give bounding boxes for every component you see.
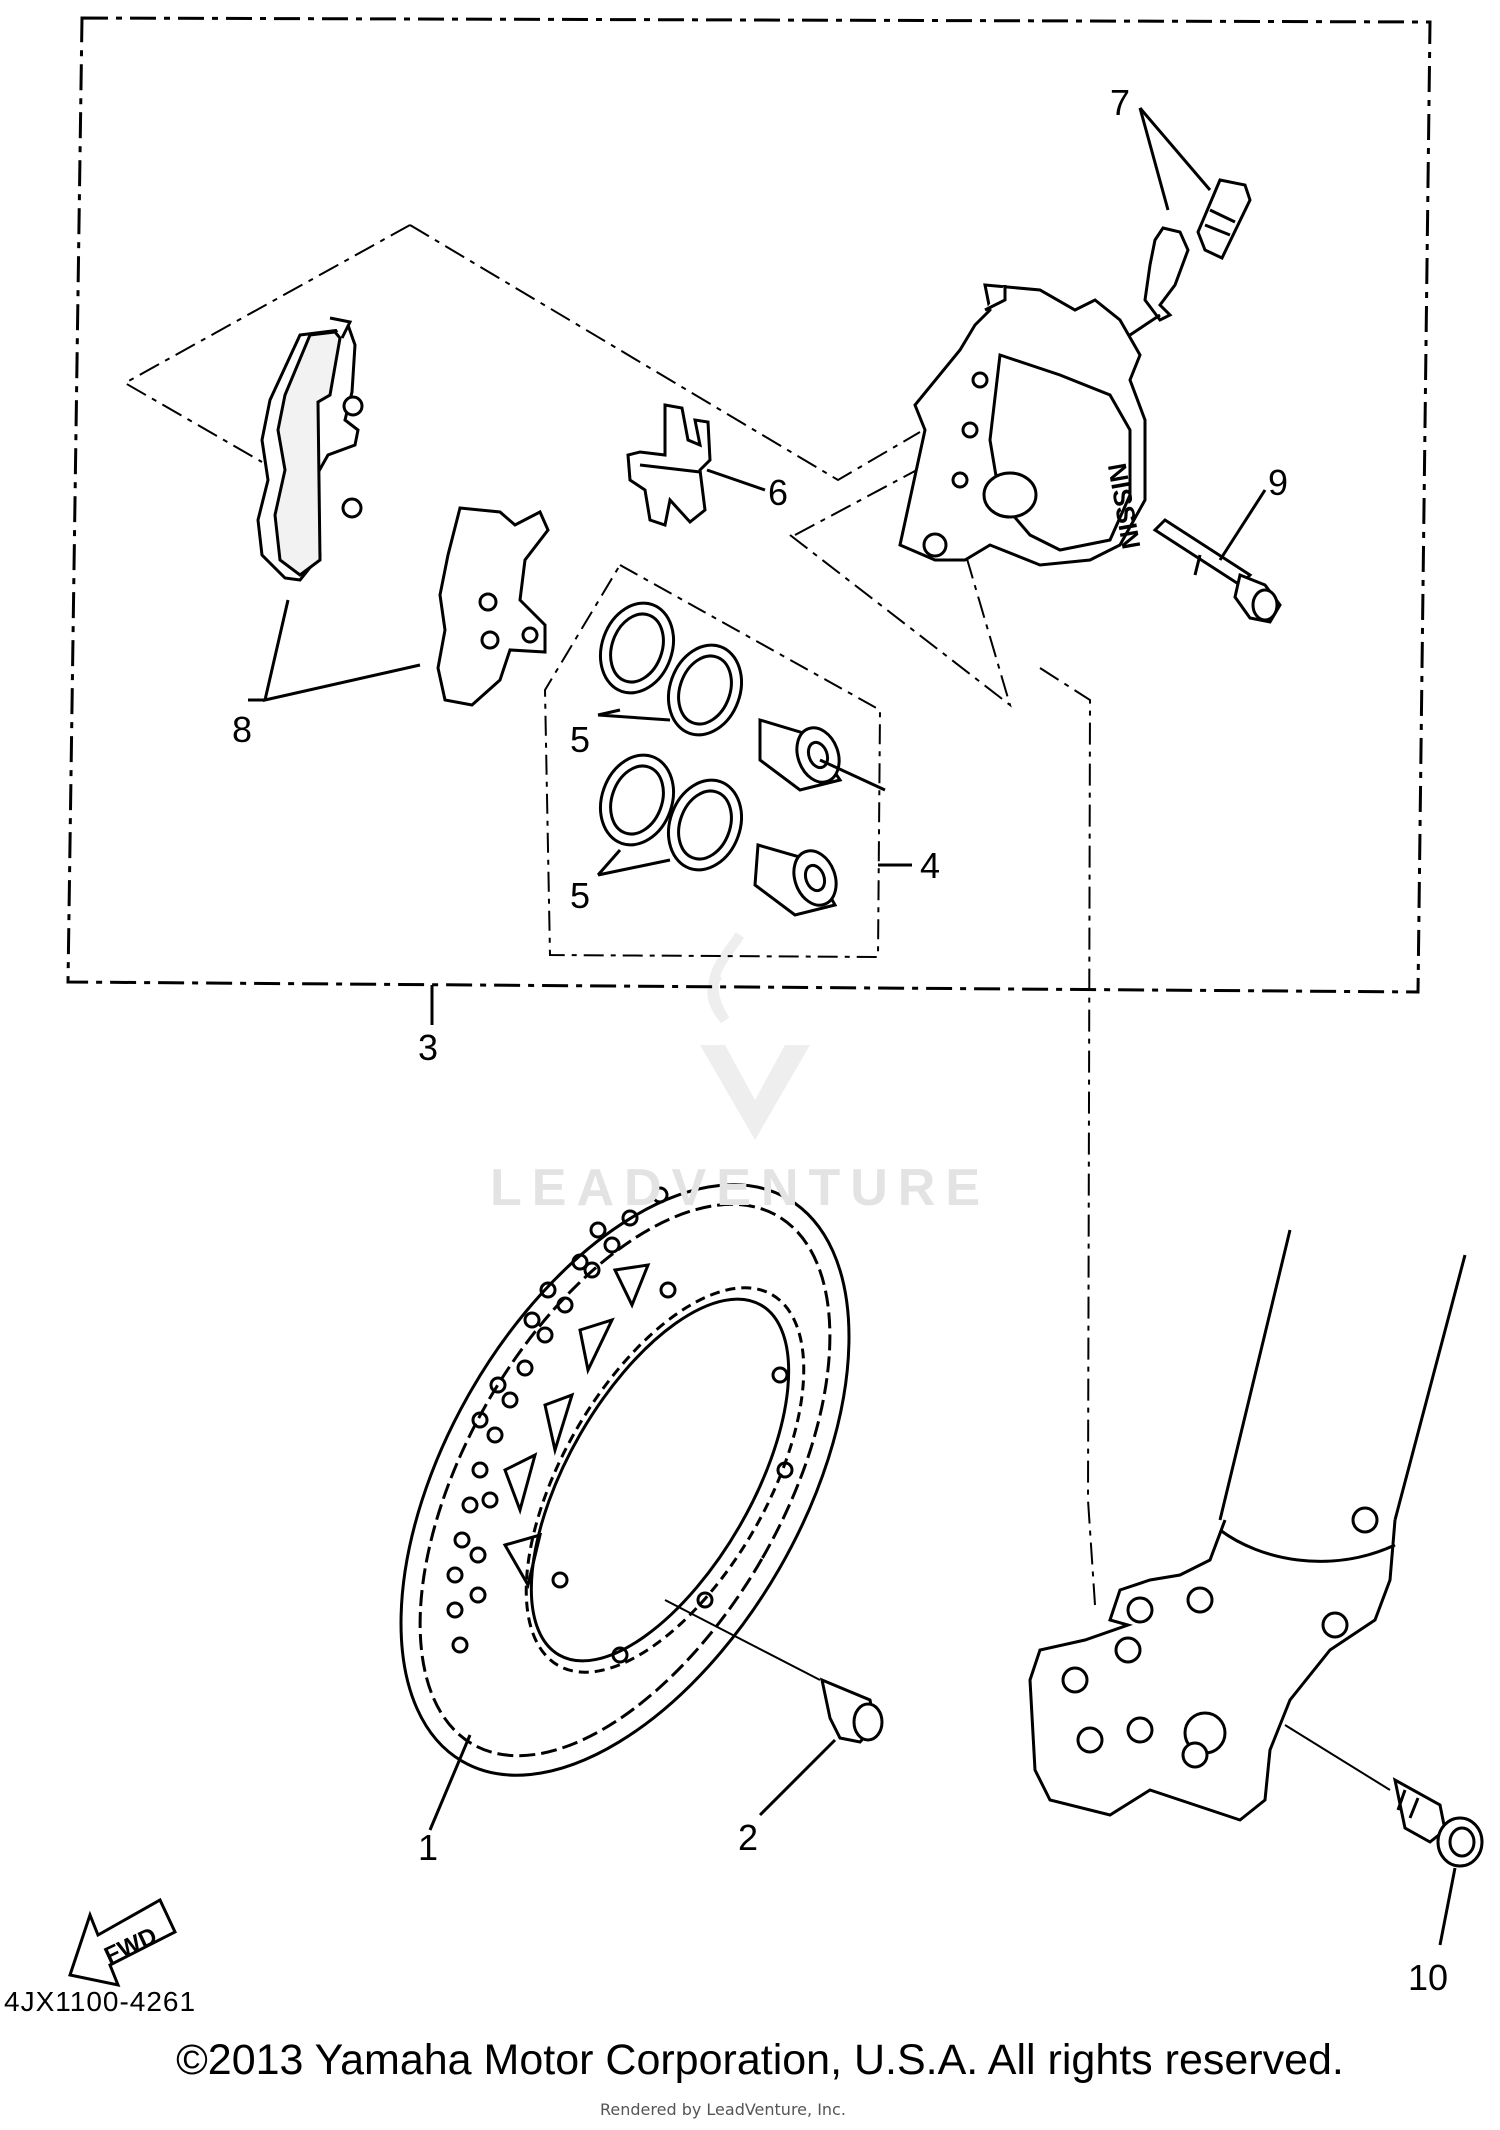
leader-line-1 [428, 1734, 472, 1831]
callout-3: 3 [418, 1027, 438, 1068]
caliper-bolt-9 [1152, 518, 1282, 624]
fwd-arrow-icon [68, 1897, 177, 1988]
leadventure-logo-watermark [700, 932, 810, 1140]
copyright-notice: ©2013 Yamaha Motor Corporation, U.S.A. A… [176, 2036, 1344, 2084]
disc-holes [446, 1186, 794, 1664]
caliper-body [898, 283, 1147, 567]
brake-pad-right [436, 506, 550, 707]
callout-7: 7 [1110, 82, 1130, 123]
front-fork-leg [1028, 1229, 1467, 1822]
callout-5a: 5 [570, 719, 590, 760]
brake-disc [399, 1183, 851, 1777]
callout-6: 6 [768, 472, 788, 513]
leader-line-10 [1438, 1867, 1457, 1946]
pistons [753, 717, 886, 917]
watermark-brand: LEADVENTURE [490, 1159, 991, 1217]
callout-10: 10 [1408, 1957, 1448, 1998]
caliper-assembly-outline [66, 16, 1432, 994]
rendered-by-credit: Rendered by LeadVenture, Inc. [600, 2100, 846, 2119]
callout-5b: 5 [570, 875, 590, 916]
disc-bolt-2 [664, 1599, 884, 1744]
bleed-screw-and-cap [1129, 178, 1252, 337]
piston-seals [599, 601, 743, 872]
callout-2: 2 [738, 1817, 758, 1858]
pad-spring [626, 403, 712, 527]
callout-1: 1 [418, 1827, 438, 1868]
mounting-bolt-10 [1284, 1724, 1484, 1868]
callout-8: 8 [232, 709, 252, 750]
callout-leaders [248, 107, 1267, 877]
callout-9: 9 [1268, 462, 1288, 503]
leader-line-2 [758, 1738, 837, 1817]
diagram-code: 4JX1100-4261 [4, 1986, 197, 2017]
brake-pad-left [256, 316, 364, 582]
seal-kit-outline [543, 563, 882, 959]
callout-4: 4 [920, 845, 940, 886]
